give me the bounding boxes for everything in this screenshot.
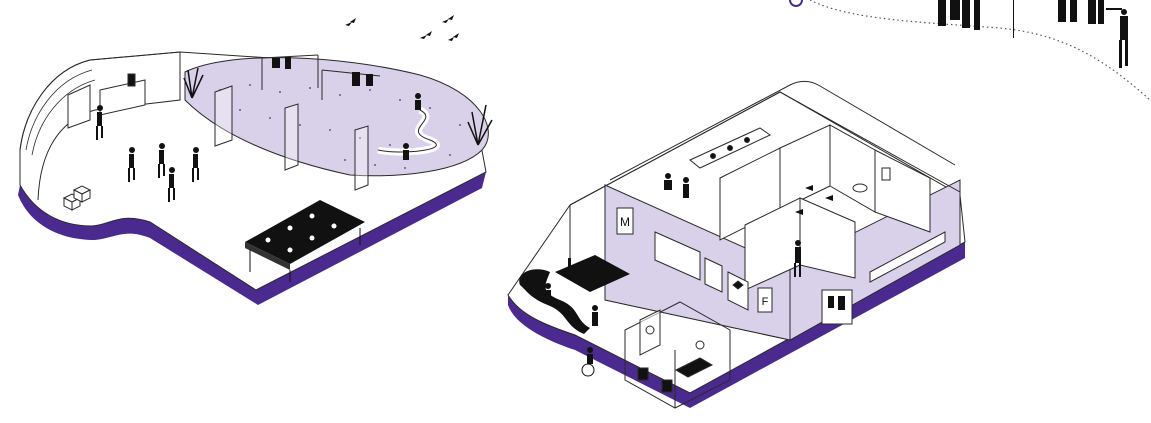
right-module: M F [508, 81, 965, 408]
left-module [18, 15, 492, 305]
clothes-rack [822, 290, 852, 324]
sign-m-label: M [620, 215, 630, 229]
birds [345, 15, 459, 41]
sign-m: M [617, 208, 633, 234]
people-top-right [938, 0, 1128, 68]
sign-f-label: F [762, 296, 769, 308]
sign-f: F [758, 288, 772, 312]
